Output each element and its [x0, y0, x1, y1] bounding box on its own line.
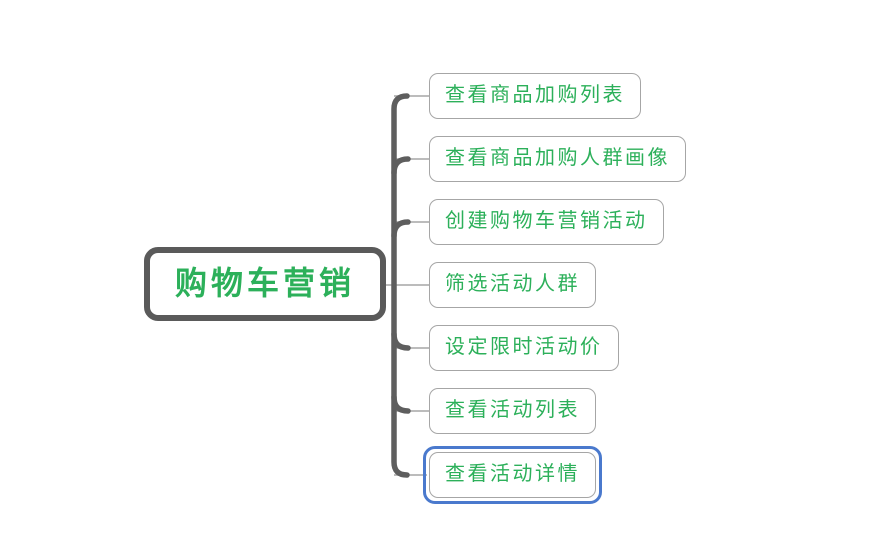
- child-node-create-cart-marketing-campaign[interactable]: 创建购物车营销活动: [429, 199, 664, 245]
- elbow-2: [391, 156, 411, 176]
- spine-group: [391, 93, 411, 478]
- thin-branches: [384, 95, 429, 476]
- child-node-view-add-to-cart-audience-profile[interactable]: 查看商品加购人群画像: [429, 136, 686, 182]
- child-node-view-campaign-list[interactable]: 查看活动列表: [429, 388, 596, 434]
- child-node-view-campaign-details[interactable]: 查看活动详情: [429, 452, 596, 498]
- root-node-shopping-cart-marketing[interactable]: 购物车营销: [144, 247, 386, 321]
- elbow-6: [391, 394, 411, 414]
- selected-node-outline: 查看活动详情: [423, 446, 602, 504]
- child-node-filter-campaign-audience[interactable]: 筛选活动人群: [429, 262, 596, 308]
- elbow-3: [391, 219, 411, 239]
- spine: [391, 93, 410, 478]
- child-node-set-limited-time-price[interactable]: 设定限时活动价: [429, 325, 619, 371]
- elbow-5: [391, 331, 411, 351]
- child-node-view-add-to-cart-list[interactable]: 查看商品加购列表: [429, 73, 641, 119]
